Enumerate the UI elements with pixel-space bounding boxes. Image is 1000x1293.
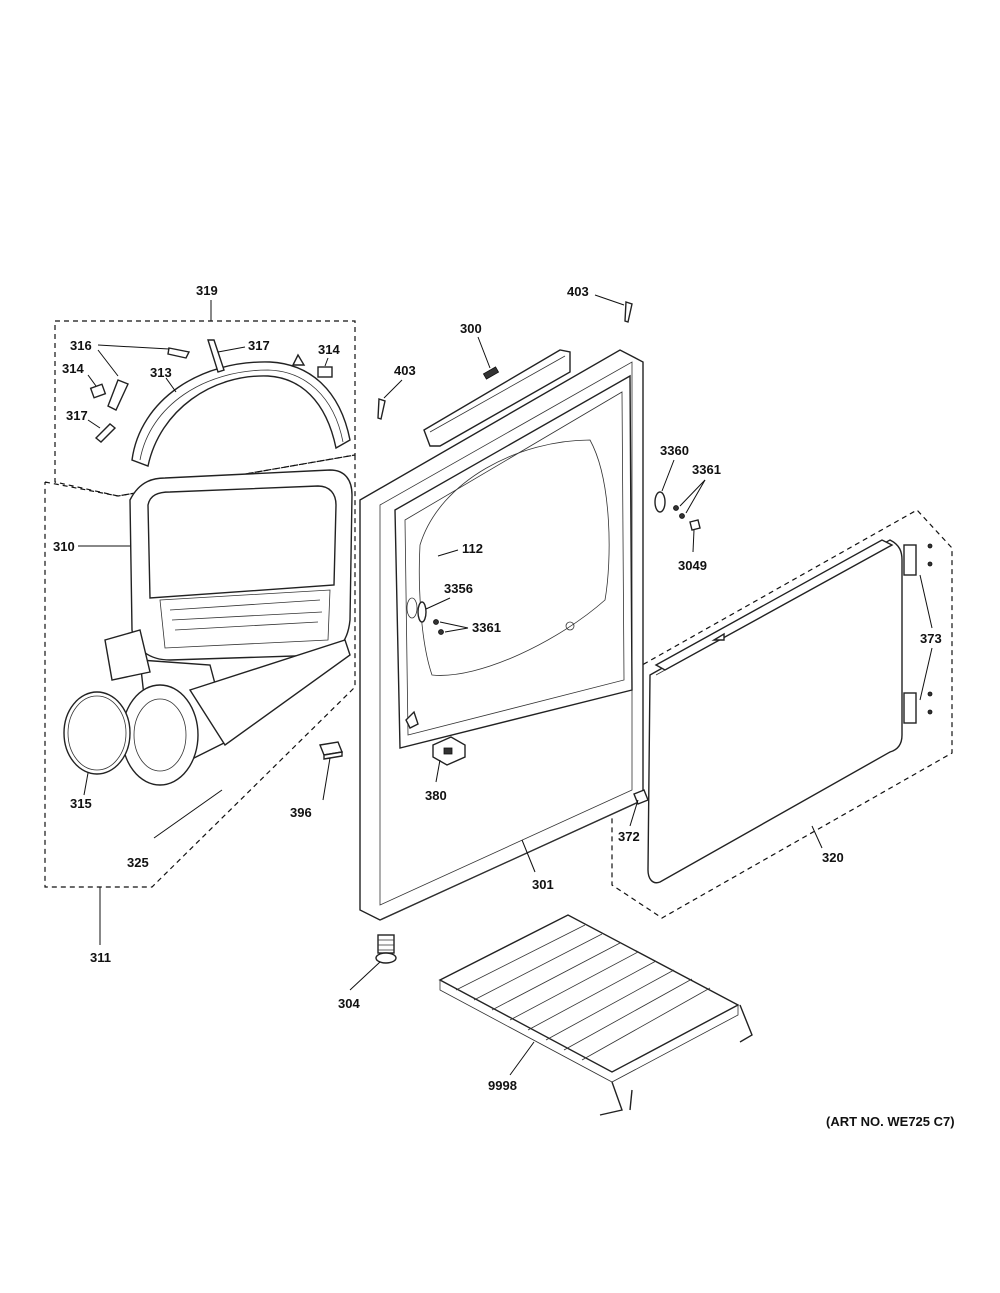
- drying-rack-9998: [438, 914, 753, 1116]
- door-strike-parts: [417, 601, 444, 635]
- label-301: 301: [532, 877, 554, 892]
- label-316: 316: [70, 338, 92, 353]
- label-380: 380: [425, 788, 447, 803]
- leveling-leg-304: [375, 934, 397, 964]
- label-9998: 9998: [488, 1078, 517, 1093]
- door-hinges-373: [903, 543, 933, 724]
- small-block-396: [319, 741, 343, 760]
- label-317-top: 317: [248, 338, 270, 353]
- label-3356: 3356: [444, 581, 473, 596]
- label-3361-left: 3361: [472, 620, 501, 635]
- label-3360: 3360: [660, 443, 689, 458]
- label-315: 315: [70, 796, 92, 811]
- label-396: 396: [290, 805, 312, 820]
- label-112: 112: [462, 541, 483, 556]
- door-latch-parts: [654, 491, 701, 531]
- assembly-box-320: [611, 509, 953, 919]
- label-3361-right: 3361: [692, 462, 721, 477]
- front-panel-301: [359, 349, 644, 921]
- assembly-box-311: [44, 454, 356, 888]
- drum-seal-ring-315: [63, 691, 131, 775]
- door-320: [647, 539, 903, 884]
- label-314-left: 314: [62, 361, 84, 376]
- label-313: 313: [150, 365, 172, 380]
- label-403-left: 403: [394, 363, 416, 378]
- label-319: 319: [196, 283, 218, 298]
- label-314-right: 314: [318, 342, 340, 357]
- leader-lines: [78, 294, 933, 1076]
- label-325: 325: [127, 855, 149, 870]
- label-373: 373: [920, 631, 942, 646]
- label-372: 372: [618, 829, 640, 844]
- label-310: 310: [53, 539, 75, 554]
- screws-403: [377, 301, 633, 420]
- art-number: (ART NO. WE725 C7): [826, 1114, 955, 1129]
- label-317-left: 317: [66, 408, 88, 423]
- drum-front-lower-assembly-310: [104, 469, 353, 786]
- label-403-top: 403: [567, 284, 589, 299]
- label-3049: 3049: [678, 558, 707, 573]
- label-311: 311: [90, 950, 111, 965]
- drum-front-upper-arc-313: [131, 353, 351, 467]
- label-320: 320: [822, 850, 844, 865]
- label-300: 300: [460, 321, 482, 336]
- top-control-bracket-300: [423, 349, 571, 447]
- callout-labels: 319 316 317 314 314 313 317 310 315 325 …: [53, 283, 955, 1129]
- small-clip-parts: [89, 339, 333, 443]
- assembly-box-319: [54, 320, 356, 497]
- label-304: 304: [338, 996, 360, 1011]
- door-switch-380: [432, 736, 466, 766]
